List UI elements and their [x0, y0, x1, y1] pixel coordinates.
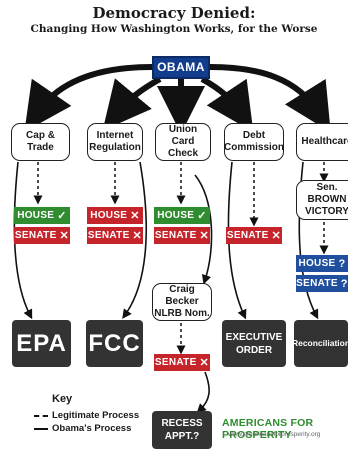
- senate-label: SENATE: [226, 230, 269, 241]
- issue-union-line1: Union: [168, 124, 198, 135]
- cap-trade-house-vote: HOUSE✓: [14, 207, 70, 224]
- arrow-to-healthcare: [209, 64, 331, 133]
- outcome-epa: EPA: [12, 320, 71, 367]
- internet-house-vote: HOUSE✕: [87, 207, 143, 224]
- becker-senate-vote: SENATE✕: [154, 354, 210, 371]
- arrow-to-debt: [200, 76, 254, 132]
- issue-debt-line1: Debt: [242, 130, 266, 141]
- becker-line1: Craig Becker: [165, 284, 199, 307]
- issue-union-line2: Card Check: [167, 136, 198, 159]
- org-logo-text: AMERICANS FOR PROSPERITY: [222, 417, 314, 441]
- issue-healthcare: Healthcare: [296, 123, 348, 161]
- diagram-subtitle: Changing How Washington Works, for the W…: [30, 23, 318, 35]
- senate-label: SENATE: [154, 357, 197, 368]
- cross-icon: ✕: [199, 357, 210, 369]
- reconciliation-label: Reconciliation: [291, 338, 348, 348]
- senate-label: SENATE: [154, 230, 197, 241]
- cross-icon: ✕: [271, 230, 282, 242]
- cross-icon: ✕: [132, 230, 143, 242]
- house-label: HOUSE: [90, 210, 128, 221]
- arrow-to-internet: [102, 76, 162, 131]
- issue-craig-becker: Craig Becker NLRB Nom.: [152, 283, 212, 321]
- healthcare-senate-vote: SENATE?: [296, 275, 348, 292]
- key-legitimate-label: Legitimate Process: [52, 410, 140, 421]
- healthcare-house-vote: HOUSE?: [296, 255, 348, 272]
- outcome-recess-appointment: RECESS APPT.?: [152, 411, 212, 449]
- outcome-executive-order: EXECUTIVE ORDER: [222, 320, 286, 367]
- dashed-line-icon: [34, 414, 48, 417]
- cross-icon: ✕: [199, 230, 210, 242]
- house-label: HOUSE: [17, 210, 55, 221]
- issue-internet-regulation: Internet Regulation: [87, 123, 143, 161]
- issue-cap-trade: Cap & Trade: [11, 123, 70, 161]
- issue-internet-line2: Regulation: [89, 142, 141, 153]
- check-icon: ✓: [57, 210, 67, 222]
- question-icon: ?: [340, 277, 348, 290]
- exec-line1: EXECUTIVE: [225, 331, 283, 343]
- key-obama-label: Obama's Process: [52, 423, 132, 434]
- issue-debt-line2: Commission: [224, 142, 285, 153]
- cross-icon: ✕: [130, 210, 140, 222]
- becker-line2: NLRB Nom.: [154, 308, 210, 319]
- exec-line2: ORDER: [235, 344, 273, 356]
- issue-cap-trade-label: Cap & Trade: [26, 130, 55, 153]
- recess-line2: APPT.?: [164, 431, 200, 442]
- union-house-vote: HOUSE✓: [154, 207, 210, 224]
- key-obama-process: Obama's Process: [34, 423, 131, 434]
- internet-senate-vote: SENATE✕: [87, 227, 143, 244]
- issue-union-card-check: Union Card Check: [155, 123, 211, 161]
- check-icon: ✓: [197, 210, 207, 222]
- arrow-to-cap-trade: [24, 64, 153, 132]
- obama-node: OBAMA: [152, 56, 210, 79]
- debt-senate-vote: SENATE✕: [226, 227, 282, 244]
- senate-label: SENATE: [14, 230, 57, 241]
- issue-debt-commission: Debt Commission: [224, 123, 284, 161]
- union-senate-vote: SENATE✕: [154, 227, 210, 244]
- cross-icon: ✕: [59, 230, 70, 242]
- key-legitimate: Legitimate Process: [34, 410, 139, 421]
- diagram-title: Democracy Denied:: [92, 4, 256, 22]
- issue-internet-line1: Internet: [96, 130, 134, 141]
- outcome-fcc: FCC: [86, 320, 143, 367]
- senate-label: SENATE: [296, 278, 338, 289]
- brown-line2: VICTORY: [305, 206, 348, 217]
- fcc-label: FCC: [88, 329, 141, 357]
- issue-sen-brown-victory: Sen. BROWN VICTORY: [296, 180, 348, 220]
- epa-label: EPA: [16, 329, 67, 357]
- issue-healthcare-label: Healthcare: [301, 136, 348, 147]
- senate-label: SENATE: [87, 230, 130, 241]
- org-url: www.americansforprosperity.org: [228, 431, 321, 438]
- solid-line-icon: [34, 427, 48, 430]
- house-label: HOUSE: [298, 258, 336, 269]
- outcome-reconciliation: Reconciliation: [291, 320, 348, 367]
- house-label: HOUSE: [157, 210, 195, 221]
- cap-trade-senate-vote: SENATE✕: [14, 227, 70, 244]
- key-title: Key: [52, 393, 73, 405]
- question-icon: ?: [338, 257, 346, 270]
- brown-line1: Sen. BROWN: [307, 182, 347, 205]
- recess-line1: RECESS: [161, 418, 203, 429]
